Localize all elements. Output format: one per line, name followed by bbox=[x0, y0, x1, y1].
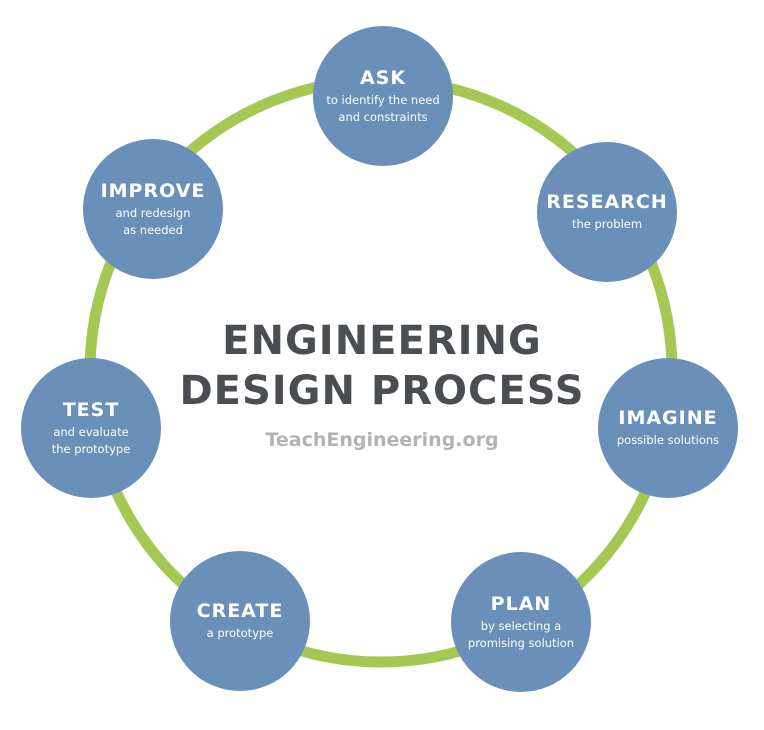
step-test: TEST and evaluate the prototype bbox=[21, 358, 161, 498]
step-title: TEST bbox=[62, 398, 120, 421]
step-create: CREATE a prototype bbox=[170, 551, 310, 691]
step-improve: IMPROVE and redesign as needed bbox=[83, 139, 223, 279]
step-desc: and redesign as needed bbox=[115, 205, 191, 237]
step-desc: a prototype bbox=[206, 626, 274, 640]
step-imagine: IMAGINE possible solutions bbox=[598, 358, 738, 498]
title-line-1: ENGINEERING bbox=[222, 318, 542, 364]
step-title: ASK bbox=[359, 66, 407, 89]
site-url: TeachEngineering.org bbox=[265, 429, 499, 451]
title-line-2: DESIGN PROCESS bbox=[179, 368, 585, 414]
step-title: IMPROVE bbox=[100, 179, 206, 202]
step-title: PLAN bbox=[490, 592, 552, 615]
step-research: RESEARCH the problem bbox=[537, 142, 677, 282]
step-desc: the problem bbox=[571, 217, 643, 231]
step-ask: ASK to identify the need and constraints bbox=[313, 26, 453, 166]
step-desc: and evaluate the prototype bbox=[51, 424, 131, 456]
step-title: IMAGINE bbox=[618, 407, 718, 429]
step-desc: by selecting a promising solution bbox=[467, 618, 575, 650]
step-title: RESEARCH bbox=[546, 191, 668, 213]
step-desc: possible solutions bbox=[616, 433, 720, 447]
step-title: CREATE bbox=[196, 600, 284, 622]
step-plan: PLAN by selecting a promising solution bbox=[451, 552, 591, 692]
step-desc: to identify the need and constraints bbox=[326, 92, 440, 124]
